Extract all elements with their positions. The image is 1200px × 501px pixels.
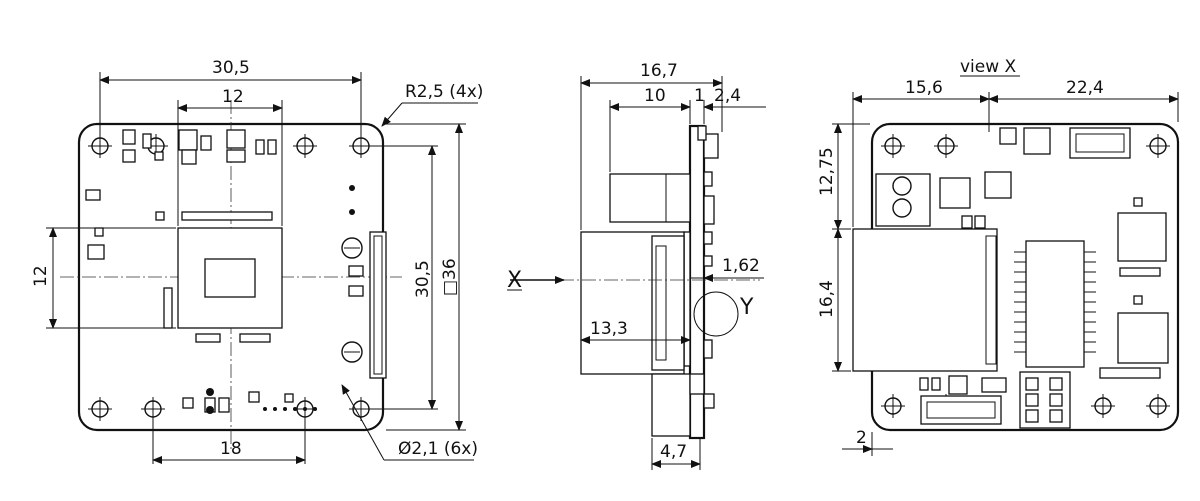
back-view: view X (817, 57, 1180, 456)
dim-back-mid: 16,4 (817, 280, 837, 318)
back-top-connector (1069, 127, 1131, 159)
side-detail-y-label: Y (739, 295, 754, 320)
detail-y-circle (693, 291, 739, 337)
dim-back-top: 12,75 (817, 147, 837, 196)
dim-back-right: 22,4 (1066, 78, 1104, 98)
side-bottom-connector (651, 373, 691, 437)
front-view: 30,5 12 R2,5 (4x) 12 30,5 □36 18 (31, 58, 483, 464)
side-top-connector (609, 173, 691, 223)
dim-sensor-width: 12 (222, 87, 244, 107)
back-ic-large (1025, 240, 1085, 368)
dim-height-holes: 30,5 (413, 260, 433, 298)
front-sensor-die (204, 258, 256, 298)
back-bottom-connector (920, 395, 1002, 425)
dim-width-holes: 30,5 (212, 58, 250, 78)
dim-mount-depth: 13,3 (590, 319, 628, 339)
dim-board-size: □36 (440, 258, 460, 296)
dim-pcb-thickness: 1,62 (722, 256, 760, 276)
dim-sensor-height: 12 (31, 265, 51, 287)
side-pcb-rear (683, 231, 691, 367)
dim-back-edge: 2 (856, 428, 867, 448)
dim-hole-diameter: Ø2,1 (6x) (398, 439, 478, 459)
front-components (85, 129, 364, 413)
back-terminal-block (875, 173, 931, 227)
dim-gap: 1 (694, 86, 705, 106)
side-dimensions: 16,7 10 1 2,4 1,62 13,3 4,7 (580, 61, 766, 470)
dim-board-stack: 2,4 (714, 86, 741, 106)
dim-bottom-holes: 18 (220, 439, 242, 459)
dim-corner-radius: R2,5 (4x) (405, 82, 483, 102)
side-view: X Y 16,7 10 1 2,4 1,62 13,3 4,7 (507, 61, 766, 470)
dim-connector-depth: 4,7 (660, 442, 687, 462)
side-arrow-x-label: X (507, 268, 522, 293)
dim-back-left: 15,6 (905, 78, 943, 98)
dim-total-depth: 16,7 (640, 61, 678, 81)
front-dimensions: 30,5 12 R2,5 (4x) 12 30,5 □36 18 (31, 58, 483, 464)
back-view-title: view X (960, 57, 1017, 77)
back-ic-upper (1117, 212, 1167, 262)
back-ic-lower (1117, 312, 1169, 364)
dim-lens-mount: 10 (644, 86, 666, 106)
front-side-connector (369, 231, 387, 379)
back-dimensions: 15,6 22,4 12,75 16,4 2 (817, 78, 1179, 456)
back-lens-mount (852, 228, 998, 372)
